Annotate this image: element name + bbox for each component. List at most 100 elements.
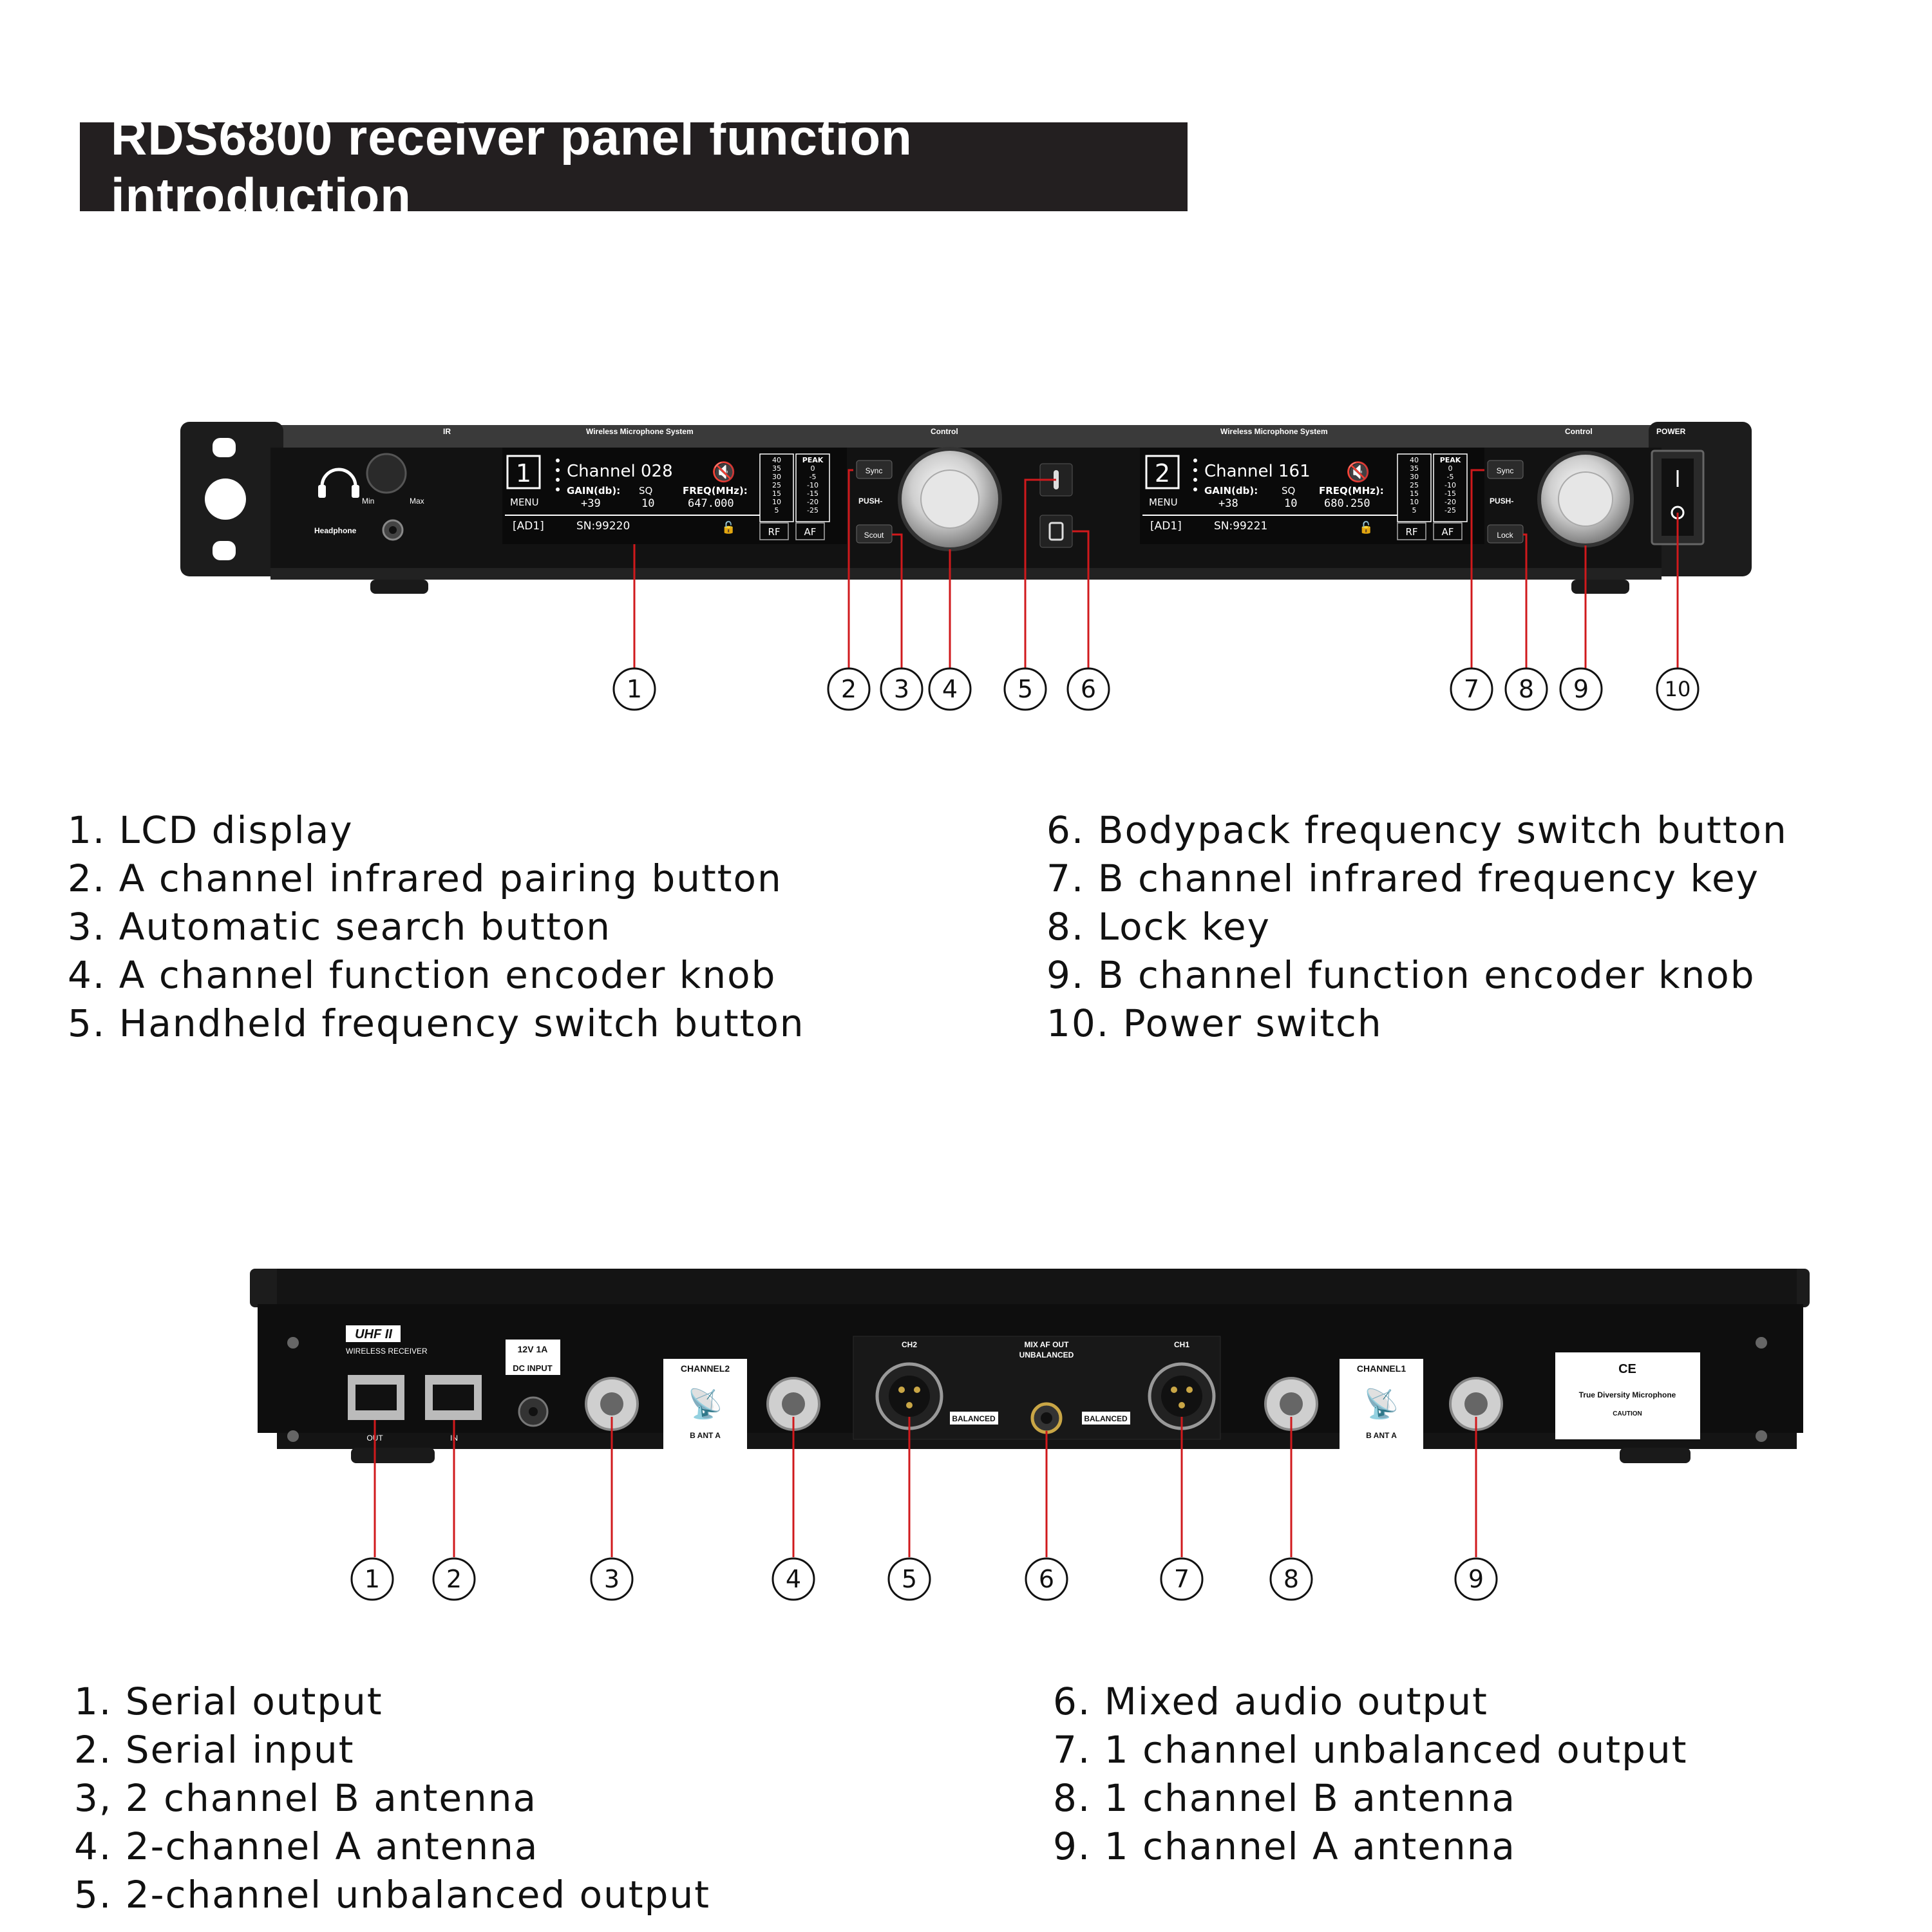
af-scale-label: -20: [1444, 498, 1456, 506]
callout-number: 3: [604, 1565, 620, 1593]
rf-scale-label: 10: [772, 498, 781, 506]
af-scale-label: -10: [1444, 481, 1456, 489]
page-title-bar: RDS6800 receiver panel function introduc…: [80, 109, 1188, 224]
lcd-a-freq-label: FREQ(MHz):: [683, 485, 748, 497]
lcd-a-channel-number: 1: [516, 459, 531, 488]
channel1-antenna-label: [1340, 1359, 1423, 1449]
callout-number: 4: [942, 675, 958, 703]
brand-label-right: Wireless Microphone System: [1220, 427, 1328, 436]
lcd-a-menu: MENU: [510, 497, 539, 508]
rack-hole: [205, 478, 246, 520]
list-item: 9. 1 channel A antenna: [1053, 1824, 1516, 1868]
bodypack-switch-button[interactable]: [1039, 515, 1073, 548]
balanced-label-box: [1082, 1412, 1130, 1425]
callout-number: 6: [1039, 1565, 1054, 1593]
antenna-icon: 📡: [1364, 1386, 1399, 1421]
ch2-label: CH2: [902, 1340, 917, 1349]
af-scale-label: -15: [807, 489, 819, 498]
rear-function-list-left: 1. Serial output 2. Serial input 3, 2 ch…: [74, 1678, 710, 1919]
ir-label: IR: [443, 427, 451, 436]
control-label-left: Control: [931, 427, 958, 436]
callout-number: 7: [1174, 1565, 1189, 1593]
list-item: 8. 1 channel B antenna: [1053, 1776, 1517, 1820]
top-lid: [264, 425, 1684, 451]
list-item: 8. Lock key: [1046, 905, 1271, 949]
ch1-label: CH1: [1174, 1340, 1189, 1349]
headphone-label: Headphone: [314, 526, 357, 535]
lcd-b-channel-number: 2: [1155, 459, 1170, 488]
mute-icon: 🔇: [1346, 460, 1370, 484]
lcd-b-freq-label: FREQ(MHz):: [1319, 485, 1384, 497]
callout-number: 4: [786, 1565, 801, 1593]
control-label-right: Control: [1565, 427, 1593, 436]
sync-button-a[interactable]: [856, 460, 893, 479]
antenna-icon: 📡: [688, 1386, 723, 1421]
push-label-b: PUSH-: [1490, 497, 1513, 506]
front-function-list-right: 6. Bodypack frequency switch button 7. B…: [1046, 806, 1788, 1048]
af-scale-label: -20: [807, 498, 819, 506]
callout-number: 2: [841, 675, 857, 703]
list-item: 4. 2-channel A antenna: [74, 1824, 539, 1868]
rack-hole: [1777, 541, 1801, 560]
callout-number: 9: [1468, 1565, 1484, 1593]
lcd-a-gain-label: GAIN(db):: [567, 485, 620, 497]
list-item: 3, 2 channel B antenna: [74, 1776, 538, 1820]
screw: [1756, 1337, 1767, 1349]
rf-scale-label: 35: [772, 464, 781, 473]
channel2-label: CHANNEL2: [681, 1363, 730, 1374]
lcd-b-channel: Channel 161: [1204, 462, 1311, 481]
screw: [1756, 1430, 1767, 1442]
list-item: 6. Mixed audio output: [1053, 1680, 1488, 1723]
callout-number: 9: [1573, 675, 1589, 703]
callout-number: 5: [1018, 675, 1033, 703]
lcd-a-ad: [AD1]: [513, 520, 544, 533]
list-item: 1. LCD display: [68, 808, 354, 852]
callout-number: 7: [1464, 675, 1479, 703]
caution-label: CAUTION: [1613, 1410, 1642, 1417]
rf-scale-label: 5: [1412, 506, 1417, 515]
lcd-display-b: 2 MENU Channel 161 🔇 GAIN(db): SQ FREQ(M…: [1140, 448, 1484, 544]
rf-scale-label: 25: [1410, 481, 1419, 489]
scout-button-label: Scout: [864, 531, 884, 540]
callout-number: 5: [902, 1565, 917, 1593]
sync-button-b-label: Sync: [1497, 466, 1514, 475]
callout-number: 8: [1519, 675, 1534, 703]
channel2-antenna-label: [663, 1359, 747, 1449]
ce-mark: CE: [1618, 1362, 1636, 1376]
rf-scale-label: 25: [772, 481, 781, 489]
sync-button-b[interactable]: [1487, 460, 1524, 479]
brand-label-left: Wireless Microphone System: [586, 427, 694, 436]
lock-icon: 🔓: [721, 520, 735, 535]
callout-number: 2: [446, 1565, 462, 1593]
foot: [1620, 1448, 1690, 1463]
bodypack-icon: [1048, 522, 1064, 541]
lcd-b-sq-label: SQ: [1282, 485, 1295, 497]
af-scale-label: -15: [1444, 489, 1456, 498]
rf-scale-label: 5: [775, 506, 779, 515]
screw: [287, 1430, 299, 1442]
af-scale-label: -10: [807, 481, 819, 489]
front-panel: IR Wireless Microphone System Control Wi…: [180, 422, 1811, 711]
callout-number: 1: [627, 675, 642, 703]
dc-input-label: DC INPUT: [513, 1363, 552, 1373]
product-info-text: True Diversity Microphone: [1579, 1390, 1676, 1399]
volume-knob[interactable]: [366, 453, 407, 494]
screw: [287, 1337, 299, 1349]
power-label: POWER: [1656, 427, 1686, 436]
lcd-a-channel: Channel 028: [567, 462, 673, 481]
balanced-label-right: BALANCED: [1084, 1414, 1128, 1423]
volume-max-label: Max: [410, 497, 424, 506]
rack-hole: [1770, 478, 1811, 520]
front-function-list-left: 1. LCD display 2. A channel infrared pai…: [68, 806, 805, 1048]
lock-button-label: Lock: [1497, 531, 1513, 540]
rf-scale-label: 35: [1410, 464, 1419, 473]
af-scale-label: -25: [1444, 506, 1456, 515]
callout-number: 3: [894, 675, 909, 703]
peak-label: PEAK: [1440, 456, 1461, 464]
callout-number: 1: [365, 1565, 380, 1593]
channel1-label: CHANNEL1: [1357, 1363, 1406, 1374]
uhf-logo: [346, 1325, 401, 1342]
af-scale-label: -5: [1447, 473, 1454, 481]
lock-icon: 🔓: [1359, 520, 1373, 535]
rear-function-list-right: 6. Mixed audio output 7. 1 channel unbal…: [1053, 1678, 1687, 1871]
